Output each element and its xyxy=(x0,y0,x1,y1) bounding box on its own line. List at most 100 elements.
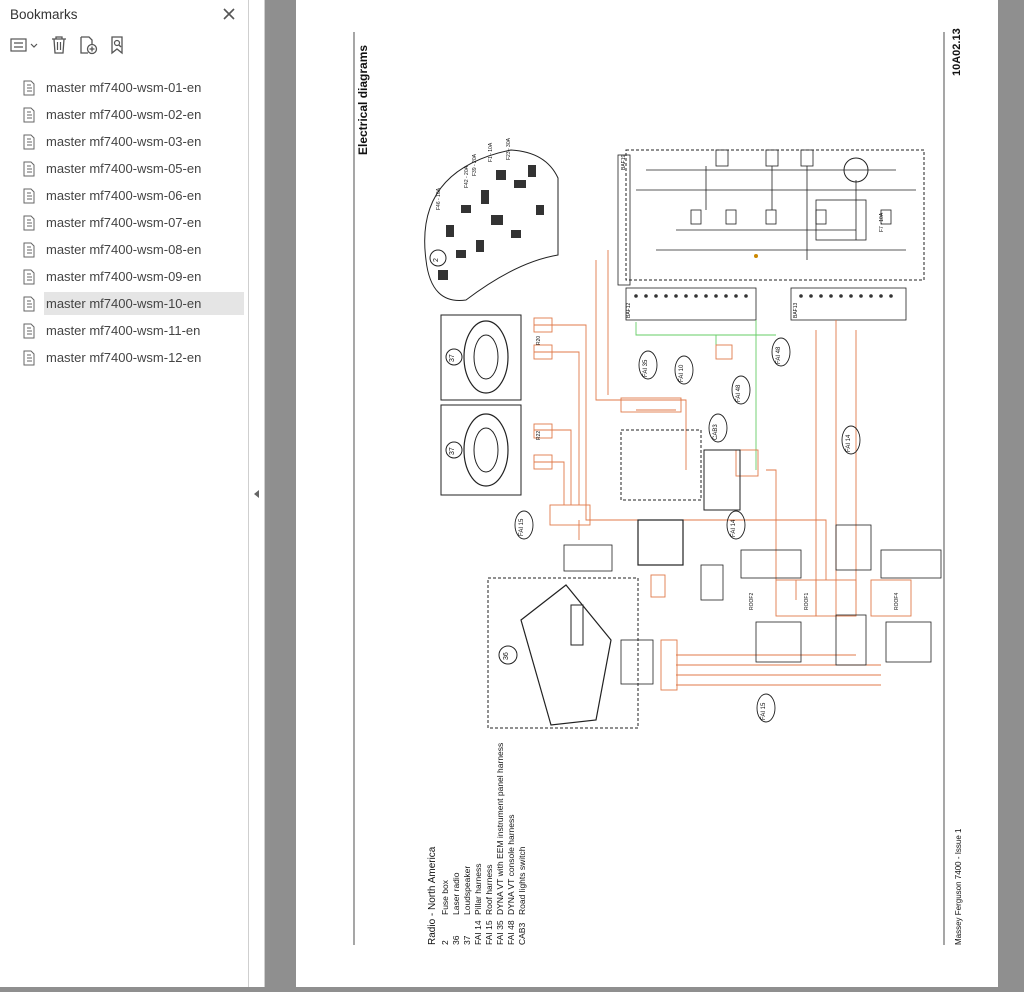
legend-desc: Loudspeaker xyxy=(462,865,472,915)
viewer-right-margin xyxy=(999,0,1024,987)
wiring-diagram xyxy=(353,32,945,945)
bookmark-page-icon xyxy=(22,215,38,231)
bookmark-item[interactable]: master mf7400-wsm-03-en xyxy=(0,128,248,155)
legend-code: FAI 48 xyxy=(506,920,516,945)
legend-desc: Roof harness xyxy=(484,864,494,915)
bookmark-item[interactable]: master mf7400-wsm-11-en xyxy=(0,317,248,344)
label-fai48: FAI 48 xyxy=(736,384,742,402)
close-icon[interactable] xyxy=(220,5,238,23)
label-baf19: BAF19 xyxy=(621,154,627,170)
list-options-icon[interactable] xyxy=(10,33,40,57)
legend-desc: Road lights switch xyxy=(517,846,527,915)
legend-row: 37 Loudspeaker xyxy=(462,743,473,945)
collapse-left-icon[interactable] xyxy=(253,485,260,503)
page-code: 10A02.13 xyxy=(951,28,963,76)
document-viewer[interactable]: Electrical diagrams 10A02.13 Massey Ferg… xyxy=(265,0,1024,987)
legend-row: CAB3 Road lights switch xyxy=(517,743,528,945)
label-fai15-2: FAI 15 xyxy=(761,702,767,720)
label-r20: R20 xyxy=(536,335,542,345)
bookmark-item[interactable]: master mf7400-wsm-09-en xyxy=(0,263,248,290)
bookmark-page-icon xyxy=(22,134,38,150)
label-radio: 36 xyxy=(503,652,510,660)
legend-code: FAI 15 xyxy=(484,920,494,945)
legend-code: 37 xyxy=(462,935,472,945)
legend-desc: DYNA VT console harness xyxy=(506,814,516,915)
label-roof4: ROOF4 xyxy=(894,592,900,610)
bookmark-label: master mf7400-wsm-01-en xyxy=(46,80,202,95)
bookmark-page-icon xyxy=(22,188,38,204)
legend-row: 2 Fuse box xyxy=(440,743,451,945)
legend: Radio - North America 2 Fuse box 36 Laser r… xyxy=(426,743,528,945)
bookmark-item[interactable]: master mf7400-wsm-10-en xyxy=(0,290,248,317)
bookmark-page-icon xyxy=(22,269,38,285)
label-f1: F1 - 10A xyxy=(488,142,494,162)
legend-code: FAI 35 xyxy=(495,920,505,945)
bookmark-label: master mf7400-wsm-10-en xyxy=(44,292,244,315)
label-cab3: CAB3 xyxy=(713,424,719,440)
legend-row: FAI 15 Roof harness xyxy=(484,743,495,945)
label-f23: F23 - 30A xyxy=(506,138,512,160)
bookmark-label: master mf7400-wsm-03-en xyxy=(46,134,202,149)
legend-desc: DYNA VT with EEM instrument panel harnes… xyxy=(495,742,505,915)
legend-title: Radio - North America xyxy=(427,846,438,945)
label-fai48-2: FAI 48 xyxy=(776,346,782,364)
label-baf12: BAF12 xyxy=(626,302,632,318)
legend-row: FAI 48 DYNA VT console harness xyxy=(506,743,517,945)
legend-code: CAB3 xyxy=(517,922,527,945)
bookmark-item[interactable]: master mf7400-wsm-02-en xyxy=(0,101,248,128)
bookmarks-header: Bookmarks xyxy=(0,0,248,28)
legend-desc: Laser radio xyxy=(451,872,461,915)
label-r22: R22 xyxy=(536,430,542,440)
bookmark-label: master mf7400-wsm-12-en xyxy=(46,350,202,365)
label-roof1: ROOF1 xyxy=(804,592,810,610)
footer-text: Massey Ferguson 7400 - Issue 1 xyxy=(954,828,963,945)
bookmarks-panel: Bookmarks xyxy=(0,0,249,987)
label-fusebox: 2 xyxy=(433,258,440,262)
bookmark-page-icon xyxy=(22,161,38,177)
legend-row: FAI 14 Pillar harness xyxy=(473,743,484,946)
bookmark-item[interactable]: master mf7400-wsm-07-en xyxy=(0,209,248,236)
label-fai15-1: FAI 15 xyxy=(519,518,525,536)
section-title: Electrical diagrams xyxy=(356,44,370,155)
bookmark-label: master mf7400-wsm-06-en xyxy=(46,188,202,203)
label-f7: F7 - 10A xyxy=(879,212,885,232)
legend-desc: Fuse box xyxy=(440,880,450,915)
label-fai14-2: FAI 14 xyxy=(846,434,852,452)
bookmark-item[interactable]: master mf7400-wsm-01-en xyxy=(0,74,248,101)
bookmark-page-icon xyxy=(22,242,38,258)
legend-desc: Pillar harness xyxy=(473,863,483,916)
bookmark-label: master mf7400-wsm-07-en xyxy=(46,215,202,230)
bookmark-page-icon xyxy=(22,350,38,366)
bookmark-label: master mf7400-wsm-08-en xyxy=(46,242,202,257)
bookmarks-title: Bookmarks xyxy=(10,6,78,22)
label-speaker-2: 37 xyxy=(449,447,456,455)
bookmark-page-icon xyxy=(22,80,38,96)
bookmark-item[interactable]: master mf7400-wsm-12-en xyxy=(0,344,248,371)
bookmark-label: master mf7400-wsm-09-en xyxy=(46,269,202,284)
label-f46: F46 - 10A xyxy=(436,188,442,210)
legend-row: 36 Laser radio xyxy=(451,743,462,945)
label-f42: F42 - 20A xyxy=(464,166,470,188)
panel-splitter[interactable] xyxy=(249,0,265,987)
add-bookmark-icon[interactable] xyxy=(78,33,98,57)
find-bookmark-icon[interactable] xyxy=(108,33,128,57)
bookmark-label: master mf7400-wsm-02-en xyxy=(46,107,202,122)
bookmark-page-icon xyxy=(22,323,38,339)
label-roof2: ROOF2 xyxy=(749,592,755,610)
legend-code: 2 xyxy=(440,940,450,945)
document-page: Electrical diagrams 10A02.13 Massey Ferg… xyxy=(296,0,998,987)
bookmark-page-icon xyxy=(22,107,38,123)
legend-row: FAI 35 DYNA VT with EEM instrument panel … xyxy=(495,743,506,945)
bookmark-page-icon xyxy=(22,296,38,312)
legend-code: 36 xyxy=(451,935,461,945)
bookmark-item[interactable]: master mf7400-wsm-06-en xyxy=(0,182,248,209)
label-fai14-1: FAI 14 xyxy=(731,519,737,537)
bookmark-label: master mf7400-wsm-11-en xyxy=(46,323,201,338)
label-baf13: BAF13 xyxy=(793,302,799,318)
bookmarks-toolbar xyxy=(0,28,248,62)
bookmark-item[interactable]: master mf7400-wsm-08-en xyxy=(0,236,248,263)
trash-icon[interactable] xyxy=(50,33,68,57)
legend-code: FAI 14 xyxy=(473,920,483,945)
bookmark-item[interactable]: master mf7400-wsm-05-en xyxy=(0,155,248,182)
